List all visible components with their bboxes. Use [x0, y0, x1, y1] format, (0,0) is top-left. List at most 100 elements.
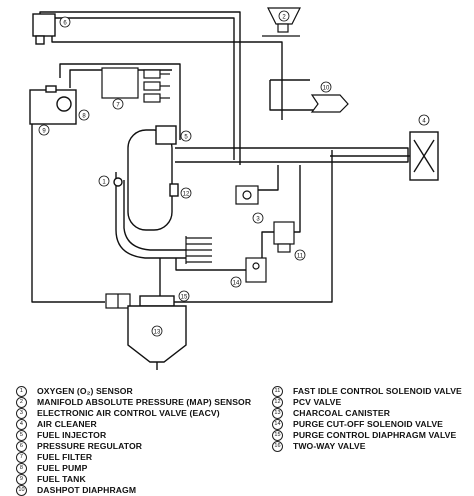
air-cleaner-4	[409, 131, 439, 181]
fuel-tank-line	[31, 100, 105, 303]
legend-number: 11	[272, 386, 283, 397]
purge-cutoff-solenoid-14	[245, 257, 267, 283]
svg-text:15: 15	[181, 294, 188, 300]
legend-label: PRESSURE REGULATOR	[37, 441, 143, 452]
intake-tube	[175, 147, 409, 163]
svg-text:5: 5	[184, 134, 188, 140]
legend-label: FUEL PUMP	[37, 463, 88, 474]
legend-label: FAST IDLE CONTROL SOLENOID VALVE	[293, 386, 462, 397]
svg-text:7: 7	[116, 102, 120, 108]
callout-5: 5	[180, 130, 192, 142]
engine-system-diagram: 6 2 8 9 7 10 4 5 1 12 3 11 14 15 13	[29, 7, 439, 370]
callout-2: 2	[278, 10, 290, 22]
callout-14: 14	[230, 276, 242, 288]
callout-8: 8	[78, 109, 90, 121]
legend-label: FUEL TANK	[37, 474, 86, 485]
legend-number: 15	[272, 430, 283, 441]
legend-number: 9	[16, 474, 27, 485]
callout-4: 4	[418, 114, 430, 126]
legend-left: 1 OXYGEN (O₂) SENSOR 2 MANIFOLD ABSOLUTE P…	[16, 386, 266, 496]
legend-item-fast-idle-valve: 11 FAST IDLE CONTROL SOLENOID VALVE	[272, 386, 472, 397]
svg-text:9: 9	[42, 128, 46, 134]
legend-label: PURGE CONTROL DIAPHRAGM VALVE	[293, 430, 457, 441]
callout-1: 1	[98, 175, 110, 187]
legend-right: 11 FAST IDLE CONTROL SOLENOID VALVE 12 PCV…	[272, 386, 472, 452]
legend-number: 13	[272, 408, 283, 419]
callout-10: 10	[320, 81, 332, 93]
legend-number: 14	[272, 419, 283, 430]
legend-label: TWO-WAY VALVE	[293, 441, 366, 452]
svg-text:3: 3	[256, 216, 260, 222]
legend-label: OXYGEN (O₂) SENSOR	[37, 386, 133, 397]
legend-label: ELECTRONIC AIR CONTROL VALVE (EACV)	[37, 408, 220, 419]
lower-loop	[115, 172, 186, 259]
callout-11: 11	[294, 249, 306, 261]
callout-13: 13	[151, 325, 163, 337]
legend-number: 10	[16, 485, 27, 496]
right-return-line	[165, 150, 333, 303]
engine-block	[113, 125, 179, 231]
exhaust-manifold	[185, 236, 212, 264]
legend-item-fuel-pump: 8 FUEL PUMP	[16, 463, 266, 474]
legend-number: 5	[16, 430, 27, 441]
legend-item-pressure-regulator: 6 PRESSURE REGULATOR	[16, 441, 266, 452]
svg-text:14: 14	[233, 280, 240, 286]
legend-item-fuel-tank: 9 FUEL TANK	[16, 474, 266, 485]
legend-item-air-cleaner: 4 AIR CLEANER	[16, 419, 266, 430]
legend-item-map-sensor: 2 MANIFOLD ABSOLUTE PRESSURE (MAP) SENSOR	[16, 397, 266, 408]
dashpot-diaphragm-10	[310, 94, 349, 113]
legend-label: PURGE CUT-OFF SOLENOID VALVE	[293, 419, 444, 430]
legend-number: 2	[16, 397, 27, 408]
eacv-3	[235, 185, 259, 205]
purge-line	[175, 258, 248, 271]
legend-number: 4	[16, 419, 27, 430]
legend-number: 16	[272, 441, 283, 452]
legend-item-eacv: 3 ELECTRONIC AIR CONTROL VALVE (EACV)	[16, 408, 266, 419]
fast-idle-valve-11	[273, 221, 295, 253]
filter-lines	[59, 63, 181, 140]
svg-text:10: 10	[323, 85, 330, 91]
callout-labels: 6 2 8 9 7 10 4 5 1 12 3 11 14 15 13	[38, 10, 430, 337]
legend-number: 8	[16, 463, 27, 474]
inner-loop	[269, 79, 330, 111]
svg-text:11: 11	[297, 253, 304, 259]
lower-loop-2	[123, 180, 186, 251]
fuel-tank-9	[29, 85, 77, 125]
svg-text:6: 6	[63, 20, 67, 26]
callout-7: 7	[112, 98, 124, 110]
legend-label: CHARCOAL CANISTER	[293, 408, 391, 419]
map-sensor-line	[51, 35, 283, 120]
legend-label: AIR CLEANER	[37, 419, 97, 430]
svg-text:2: 2	[282, 14, 286, 20]
legend-item-pcv-valve: 12 PCV VALVE	[272, 397, 472, 408]
callout-9: 9	[38, 124, 50, 136]
legend-item-charcoal-canister: 13 CHARCOAL CANISTER	[272, 408, 472, 419]
callout-3: 3	[252, 212, 264, 224]
legend-item-purge-diaphragm-valve: 15 PURGE CONTROL DIAPHRAGM VALVE	[272, 430, 472, 441]
legend-label: PCV VALVE	[293, 397, 342, 408]
legend-label: DASHPOT DIAPHRAGM	[37, 485, 137, 496]
svg-text:4: 4	[422, 118, 426, 124]
legend-item-two-way-valve: 16 TWO-WAY VALVE	[272, 441, 472, 452]
legend-number: 12	[272, 397, 283, 408]
callout-12: 12	[180, 187, 192, 199]
two-way-valve-16	[105, 293, 131, 309]
legend-item-dashpot-diaphragm: 10 DASHPOT DIAPHRAGM	[16, 485, 266, 496]
callout-6: 6	[59, 16, 71, 28]
legend-number: 7	[16, 452, 27, 463]
svg-text:12: 12	[183, 191, 190, 197]
legend-label: FUEL INJECTOR	[37, 430, 107, 441]
legend-number: 6	[16, 441, 27, 452]
pressure-regulator-6	[32, 13, 56, 45]
solenoid-line	[261, 165, 301, 270]
legend-item-purge-cutoff-valve: 14 PURGE CUT-OFF SOLENOID VALVE	[272, 419, 472, 430]
legend-label: MANIFOLD ABSOLUTE PRESSURE (MAP) SENSOR	[37, 397, 252, 408]
legend-item-oxygen-sensor: 1 OXYGEN (O₂) SENSOR	[16, 386, 266, 397]
legend-number: 1	[16, 386, 27, 397]
svg-text:13: 13	[154, 329, 161, 335]
fuel-injectors-7	[101, 67, 170, 103]
legend-number: 3	[16, 408, 27, 419]
callout-15: 15	[178, 290, 190, 302]
svg-text:1: 1	[102, 179, 106, 185]
